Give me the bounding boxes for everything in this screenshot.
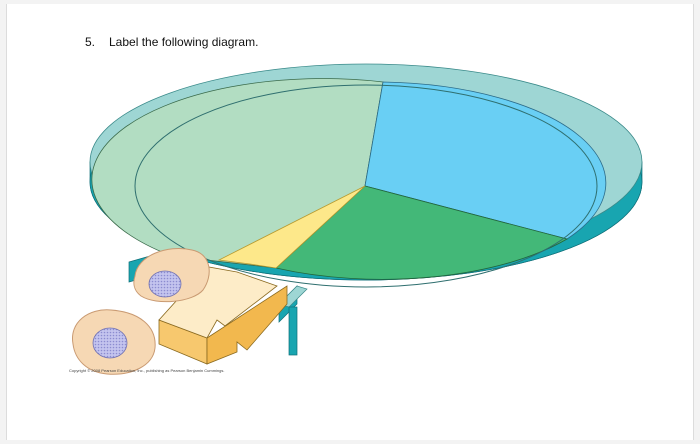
- cell-bottom: [72, 309, 156, 375]
- question-5: 5. Label the following diagram.: [85, 35, 258, 49]
- cell-bottom-nucleus: [92, 327, 128, 359]
- copyright-text: Copyright © 2008 Pearson Education, Inc.…: [69, 368, 224, 373]
- question-text: Label the following diagram.: [109, 35, 259, 49]
- sector-blue: [364, 81, 607, 240]
- cell-top: [133, 248, 210, 303]
- cell-top-nucleus: [148, 270, 182, 298]
- worksheet-page: 5. Label the following diagram.: [6, 4, 694, 440]
- yellow-wedge: [217, 185, 366, 269]
- inner-disc-outline: [134, 84, 598, 288]
- exit-arrow-front: [206, 285, 288, 365]
- question-number: 5.: [85, 35, 96, 49]
- cell-cycle-diagram: Copyright © 2008 Pearson Education, Inc.…: [69, 63, 643, 375]
